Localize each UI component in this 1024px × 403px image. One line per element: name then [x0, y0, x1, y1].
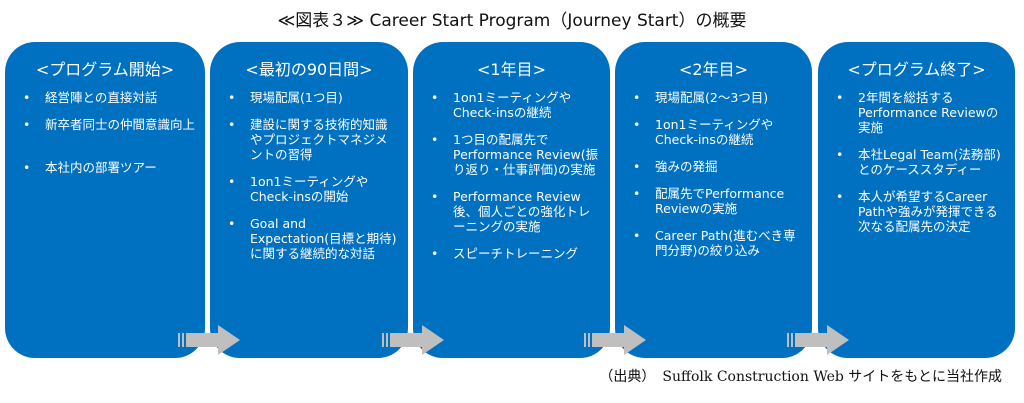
stage-box-program-start: <プログラム開始> 経営陣との直接対話新卒者同士の仲間意識向上本社内の部署ツアー: [5, 42, 205, 358]
list-item: 2年間を総括するPerformance Reviewの実施: [836, 90, 1005, 135]
list-item: 現場配属(1つ目): [228, 90, 398, 105]
stage-box-first-90-days: <最初の90日間> 現場配属(1つ目) 建設に関する技術的知識やプロジェクトマネジ…: [210, 42, 408, 358]
list-item: 新卒者同士の仲間意識向上: [23, 117, 195, 132]
arrow-right-icon: [382, 325, 444, 355]
arrow-right-icon: [584, 325, 646, 355]
arrow-right-icon: [787, 325, 849, 355]
list-item: スピーチトレーニング: [431, 246, 600, 261]
stage-heading: <最初の90日間>: [245, 60, 373, 79]
stage-box-year-2: <2年目> 現場配属(2～3つ目) 1on1ミーティングやCheck-insの継続…: [615, 42, 812, 358]
list-item: Career Path(進むべき専門分野)の絞り込み: [633, 228, 802, 258]
list-item: 1on1ミーティングやCheck-insの継続: [431, 90, 600, 120]
list-item: 本社内の部署ツアー: [23, 160, 195, 175]
list-item: 配属先でPerformance Reviewの実施: [633, 186, 802, 216]
figure-title: ≪図表３≫ Career Start Program（Journey Start…: [277, 11, 747, 31]
stage-heading: <プログラム終了>: [847, 60, 986, 79]
source-note: （出典） Suffolk Construction Web サイトをもとに当社作…: [599, 369, 1002, 385]
list-item: Performance Review後、個人ごとの強化トレーニングの実施: [431, 189, 600, 234]
stage-heading: <2年目>: [679, 60, 748, 79]
stage-heading: <プログラム開始>: [35, 60, 175, 79]
list-item: 経営陣との直接対話: [23, 90, 195, 105]
list-item: Goal and Expectation(目標と期待)に関する継続的な対話: [228, 216, 398, 261]
stage-heading: <1年目>: [477, 60, 546, 79]
list-item: 本社Legal Team(法務部)とのケーススタディー: [836, 147, 1005, 177]
list-item: 1on1ミーティングやCheck-insの継続: [633, 117, 802, 147]
arrow-right-icon: [178, 325, 240, 355]
list-item: 1つ目の配属先でPerformance Review(振り返り・仕事評価)の実施: [431, 132, 600, 177]
list-item: 1on1ミーティングやCheck-insの開始: [228, 174, 398, 204]
list-item: 強みの発掘: [633, 159, 802, 174]
list-item: 本人が希望するCareer Pathや強みが発揮できる次なる配属先の決定: [836, 189, 1005, 234]
stage-box-year-1: <1年目> 1on1ミーティングやCheck-insの継続 1つ目の配属先でPer…: [413, 42, 610, 358]
list-item: 建設に関する技術的知識やプロジェクトマネジメントの習得: [228, 117, 398, 162]
list-item: 現場配属(2～3つ目): [633, 90, 802, 105]
stage-box-program-end: <プログラム終了> 2年間を総括するPerformance Reviewの実施本…: [818, 42, 1015, 358]
